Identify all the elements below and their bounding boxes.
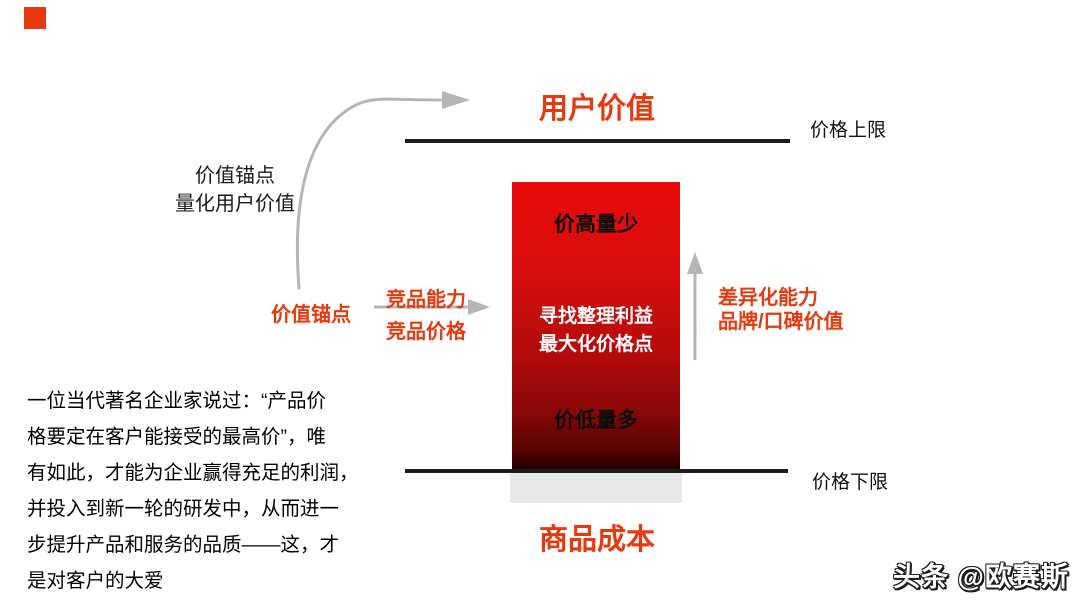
up-arrow-head-icon bbox=[687, 252, 703, 274]
bar-middle-label-line1: 寻找整理利益 bbox=[538, 306, 653, 327]
bar-middle-label-line2: 最大化价格点 bbox=[538, 334, 653, 355]
value-anchor-label: 价值锚点 bbox=[271, 304, 351, 326]
bar-top-zone-label: 价高量少 bbox=[554, 213, 638, 236]
curved-arrow-head-icon bbox=[442, 91, 470, 109]
price-range-bar: 价高量少 寻找整理利益 最大化价格点 价低量多 bbox=[512, 182, 680, 470]
price-ceiling-label: 价格上限 bbox=[810, 120, 887, 141]
bar-shadow bbox=[510, 473, 682, 503]
watermark-text: 头条 @欧赛斯 bbox=[893, 562, 1069, 592]
quote-paragraph: 一位当代著名企业家说过：“产品价 格要定在客户能接受的最高价”，唯 有如此，才能… bbox=[27, 390, 359, 592]
price-floor-label: 价格下限 bbox=[812, 472, 889, 493]
product-cost-title: 商品成本 bbox=[538, 524, 655, 556]
value-anchor-note: 价值锚点 量化用户价值 bbox=[175, 165, 295, 215]
differentiation-label: 差异化能力 品牌/口碑价值 bbox=[718, 287, 844, 333]
slide-logo-mark bbox=[24, 7, 46, 29]
competitor-price-label: 竞品价格 bbox=[386, 321, 466, 343]
competitor-capability-label: 竞品能力 bbox=[386, 289, 466, 311]
price-ceiling-line bbox=[405, 139, 790, 143]
price-floor-line bbox=[405, 469, 788, 473]
bar-bottom-zone-label: 价低量多 bbox=[554, 409, 638, 432]
user-value-title: 用户价值 bbox=[538, 93, 655, 125]
